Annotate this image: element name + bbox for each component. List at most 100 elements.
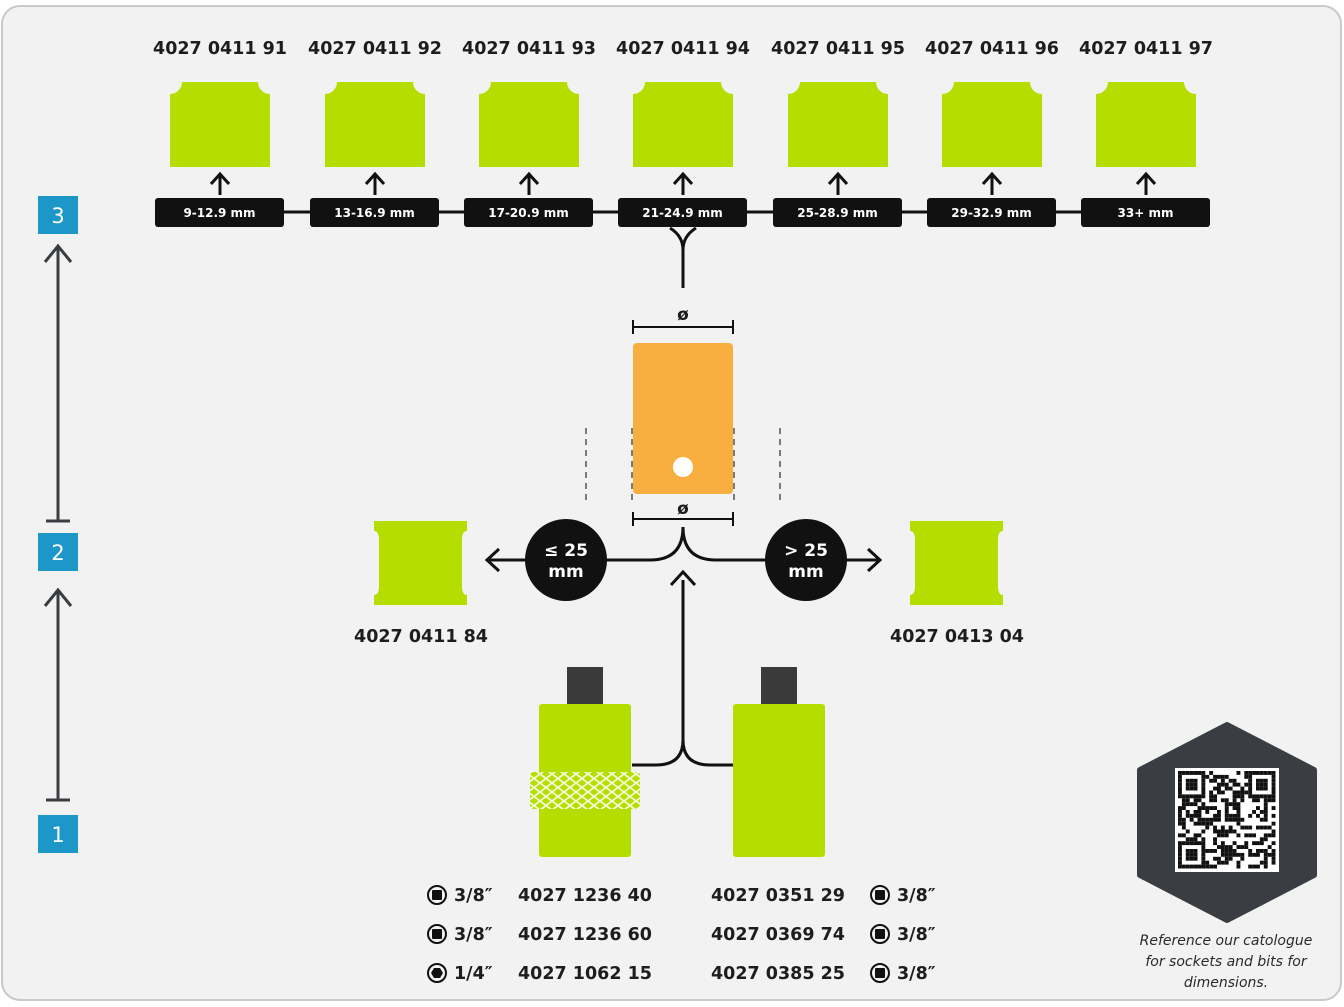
qr-module <box>1193 813 1198 818</box>
top-part-6: 4027 0411 96 29-32.9 mm <box>925 39 1059 227</box>
qr-module <box>1220 774 1225 779</box>
qr-module <box>1248 849 1253 853</box>
qr-module <box>1228 852 1233 857</box>
qr-module <box>1193 864 1198 869</box>
socket-adapter-shape <box>170 82 270 167</box>
qr-module <box>1213 841 1217 846</box>
drive-size: 3/8″ <box>897 886 936 906</box>
qr-module <box>1271 778 1276 783</box>
qr-module <box>1193 833 1198 838</box>
level-2-label: 2 <box>51 541 64 565</box>
qr-module <box>1224 856 1229 861</box>
qr-code-badge[interactable] <box>1137 722 1317 923</box>
top-part-number: 4027 0411 96 <box>925 39 1059 59</box>
top-part-3: 4027 0411 93 17-20.9 mm <box>462 39 596 227</box>
qr-module <box>1232 778 1237 783</box>
qr-module <box>1256 864 1260 869</box>
qr-module <box>1193 821 1198 826</box>
note-line-2: for sockets and bits for <box>1145 954 1308 970</box>
qr-module <box>1193 841 1198 846</box>
qr-module <box>1193 798 1198 803</box>
qr-module <box>1256 813 1260 818</box>
qr-module <box>1220 825 1225 830</box>
qr-module <box>1181 794 1186 799</box>
drive-square <box>567 667 603 705</box>
square-drive-icon <box>870 963 890 983</box>
qr-module <box>1201 829 1206 834</box>
qr-module <box>1263 837 1268 842</box>
qr-module <box>1267 845 1272 849</box>
qr-module <box>1224 806 1229 810</box>
right-holder-row-3: 4027 0385 25 3/8″ <box>711 963 936 984</box>
qr-module <box>1209 849 1214 853</box>
qr-module <box>1252 864 1256 869</box>
qr-module <box>1178 821 1182 826</box>
range-label: 33+ mm <box>1118 206 1174 220</box>
qr-module <box>1256 841 1260 846</box>
qr-module <box>1185 802 1190 807</box>
right-holder-row-2: 4027 0369 74 3/8″ <box>711 924 936 945</box>
qr-module <box>1224 860 1229 865</box>
qr-module <box>1205 821 1210 826</box>
qr-module <box>1217 829 1221 834</box>
qr-module <box>1193 794 1198 799</box>
qr-module <box>1213 864 1217 869</box>
plain-holder <box>733 667 825 857</box>
qr-module <box>1248 825 1253 830</box>
qr-module <box>1248 778 1253 783</box>
qr-module <box>1271 852 1276 857</box>
qr-module <box>1224 786 1229 791</box>
qr-module <box>1185 852 1190 857</box>
qr-module <box>1193 786 1198 791</box>
note-line-3: dimensions. <box>1184 975 1268 991</box>
qr-module <box>1209 821 1214 826</box>
qr-module <box>1189 794 1194 799</box>
left-holder-row-2: 3/8″ 4027 1236 60 <box>427 924 652 945</box>
qr-module <box>1252 794 1256 799</box>
drive-size: 1/4″ <box>454 964 493 984</box>
qr-module <box>1181 864 1186 869</box>
qr-module <box>1259 810 1264 814</box>
qr-module <box>1178 817 1182 822</box>
qr-module <box>1240 845 1245 849</box>
qr-module <box>1178 778 1182 783</box>
qr-module <box>1220 833 1225 838</box>
qr-module <box>1220 852 1225 857</box>
qr-module <box>1205 806 1210 810</box>
bottom-diameter-marker: ø <box>632 499 734 526</box>
qr-module <box>1201 849 1206 853</box>
qr-module <box>1236 771 1241 775</box>
drive-size: 3/8″ <box>897 925 936 945</box>
qr-module <box>1232 852 1237 857</box>
qr-module <box>1205 849 1210 853</box>
qr-module <box>1259 771 1264 775</box>
qr-module <box>1185 798 1190 803</box>
qr-module <box>1256 806 1260 810</box>
qr-module <box>1178 841 1182 846</box>
qr-module <box>1189 849 1194 853</box>
qr-module <box>1181 821 1186 826</box>
qr-module <box>1240 798 1245 803</box>
qr-module <box>1178 794 1182 799</box>
qr-module <box>1181 806 1186 810</box>
qr-module <box>1271 790 1276 795</box>
qr-module <box>1197 821 1202 826</box>
range-label: 21-24.9 mm <box>642 206 722 220</box>
qr-module <box>1248 790 1253 795</box>
qr-module <box>1236 833 1241 838</box>
right-branch-part-number: 4027 0413 04 <box>890 627 1024 647</box>
qr-module <box>1201 817 1206 822</box>
qr-module <box>1236 810 1241 814</box>
qr-module <box>1193 856 1198 861</box>
qr-module <box>1271 829 1276 834</box>
qr-module <box>1228 825 1233 830</box>
qr-module <box>1252 798 1256 803</box>
left-holder-row-3: 1/4″ 4027 1062 15 <box>427 963 652 984</box>
qr-module <box>1271 856 1276 861</box>
right-holder-row-1: 4027 0351 29 3/8″ <box>711 885 936 906</box>
top-part-number: 4027 0411 97 <box>1079 39 1213 59</box>
qr-module <box>1271 782 1276 787</box>
qr-module <box>1256 798 1260 803</box>
